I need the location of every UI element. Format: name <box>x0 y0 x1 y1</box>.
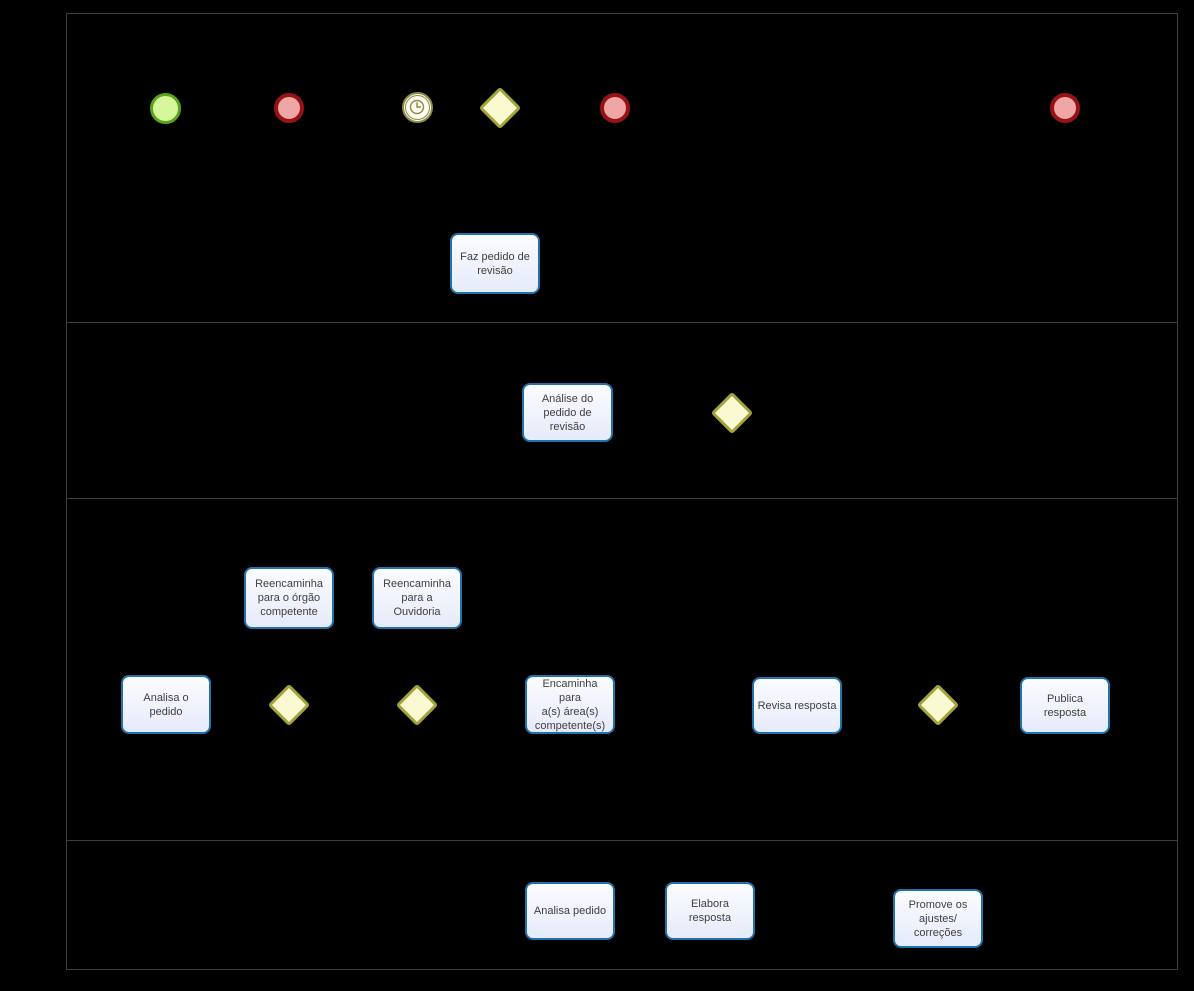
bpmn-pool <box>66 13 1178 970</box>
task-label: Elabora resposta <box>688 898 732 924</box>
task-promove-os-ajustes-correcoes[interactable]: Promove os ajustes/ correções <box>893 889 983 948</box>
task-label: Promove os ajustes/ correções <box>908 898 968 939</box>
lane-4 <box>67 840 1177 971</box>
task-label: Analisa pedido <box>533 905 607 917</box>
task-elabora-resposta[interactable]: Elabora resposta <box>665 882 755 940</box>
task-reencaminha-para-orgao-competente[interactable]: Reencaminha para o órgão competente <box>244 567 334 629</box>
timer-event[interactable] <box>401 91 433 123</box>
task-analisa-pedido[interactable]: Analisa pedido <box>525 882 615 940</box>
task-label: Revisa resposta <box>757 699 837 712</box>
end-event-1[interactable] <box>274 93 304 123</box>
task-reencaminha-para-a-ouvidoria[interactable]: Reencaminha para a Ouvidoria <box>372 567 462 629</box>
start-event[interactable] <box>149 92 181 124</box>
task-label: Analisa o pedido <box>143 691 189 718</box>
task-label: Faz pedido de revisão <box>460 250 530 277</box>
task-analise-do-pedido-de-revisao[interactable]: Análise do pedido de revisão <box>522 383 613 442</box>
task-faz-pedido-de-revisao[interactable]: Faz pedido de revisão <box>450 233 540 294</box>
task-encaminha-para-areas-competentes[interactable]: Encaminha para a(s) área(s) competente(s… <box>525 675 615 734</box>
task-label: Reencaminha para a Ouvidoria <box>383 578 451 618</box>
lane-1 <box>67 14 1177 322</box>
end-event-3[interactable] <box>1050 93 1080 123</box>
task-publica-resposta[interactable]: Publica resposta <box>1020 677 1110 734</box>
task-revisa-resposta[interactable]: Revisa resposta <box>752 677 842 734</box>
lane-2 <box>67 322 1177 498</box>
task-analisa-o-pedido[interactable]: Analisa o pedido <box>121 675 211 734</box>
task-label: Análise do pedido de revisão <box>541 392 594 433</box>
end-event-2[interactable] <box>600 93 630 123</box>
task-label: Publica resposta <box>1043 692 1087 719</box>
task-label: Reencaminha para o órgão competente <box>255 578 323 618</box>
timer-inner-ring <box>404 94 430 120</box>
clock-icon <box>409 99 425 115</box>
lane-3 <box>67 498 1177 840</box>
task-label: Encaminha para a(s) área(s) competente(s… <box>534 677 606 732</box>
